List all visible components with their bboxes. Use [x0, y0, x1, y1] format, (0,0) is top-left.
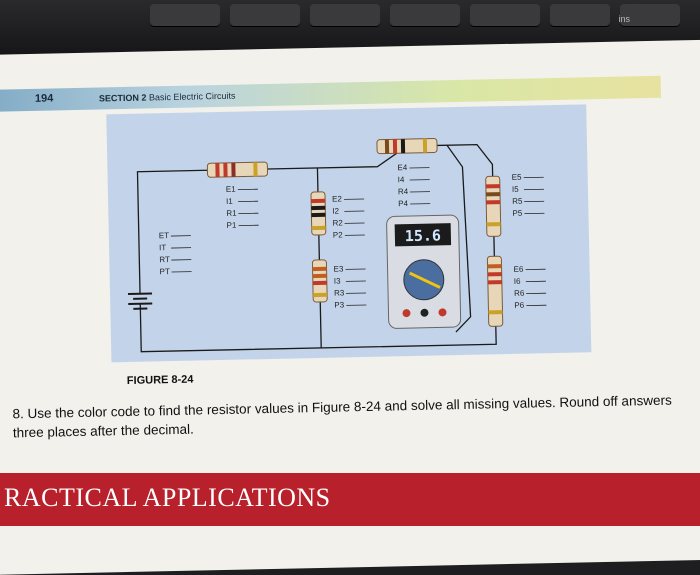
- label-e4: E4: [397, 163, 408, 172]
- label-i3: I3: [334, 276, 341, 285]
- label-r5: R5: [512, 197, 523, 206]
- section-title: Basic Electric Circuits: [149, 91, 236, 103]
- circuit-diagram: 15.6 ET IT RT PT E1 I1 R1 P1: [106, 104, 591, 362]
- label-e6: E6: [514, 265, 525, 274]
- label-i5: I5: [512, 185, 519, 194]
- keyboard-key: [550, 4, 610, 26]
- label-r3: R3: [334, 288, 345, 297]
- label-rt: RT: [159, 255, 170, 264]
- keyboard-key: [390, 4, 460, 26]
- label-p5: P5: [512, 209, 523, 218]
- resistor-r4: [377, 138, 437, 153]
- label-e1: E1: [226, 185, 237, 194]
- circuit-figure: 15.6 ET IT RT PT E1 I1 R1 P1: [106, 104, 591, 362]
- label-p4: P4: [398, 199, 409, 208]
- label-group-r5: E5 I5 R5 P5: [512, 172, 545, 218]
- label-p2: P2: [333, 230, 344, 239]
- label-group-r4: E4 I4 R4 P4: [397, 163, 430, 209]
- label-group-r3: E3 I3 R3 P3: [333, 264, 366, 310]
- label-p3: P3: [334, 300, 345, 309]
- problem-text: 8. Use the color code to find the resist…: [12, 390, 693, 442]
- label-i4: I4: [398, 175, 405, 184]
- label-group-r1: E1 I1 R1 P1: [226, 184, 259, 230]
- multimeter: 15.6: [386, 215, 460, 328]
- section-heading: RACTICAL APPLICATIONS: [4, 483, 331, 513]
- label-r2: R2: [333, 218, 344, 227]
- label-p1: P1: [227, 221, 238, 230]
- label-i1: I1: [226, 197, 233, 206]
- label-group-r2: E2 I2 R2 P2: [332, 194, 365, 240]
- label-p6: P6: [514, 301, 525, 310]
- label-group-r6: E6 I6 R6 P6: [514, 264, 547, 310]
- label-r6: R6: [514, 289, 525, 298]
- label-e2: E2: [332, 194, 343, 203]
- section-number: SECTION 2: [99, 93, 147, 104]
- label-r1: R1: [226, 209, 237, 218]
- resistor-r3: [312, 260, 327, 302]
- keyboard-key: [150, 4, 220, 26]
- resistor-r6: [487, 256, 502, 326]
- resistor-r2: [311, 192, 326, 235]
- label-i2: I2: [332, 207, 339, 216]
- keyboard-key: [230, 4, 300, 26]
- keyboard-key: [310, 4, 380, 26]
- resistor-r1: [207, 162, 267, 177]
- label-it: IT: [159, 243, 166, 252]
- figure-caption: FIGURE 8-24: [127, 374, 194, 387]
- label-group-total: ET IT RT PT: [159, 231, 192, 277]
- keyboard-key: [470, 4, 540, 26]
- label-pt: PT: [159, 267, 170, 276]
- keyboard-key-label: ins: [618, 14, 630, 24]
- label-et: ET: [159, 231, 170, 240]
- resistor-r5: [486, 176, 501, 236]
- page-number: 194: [35, 92, 54, 104]
- label-r4: R4: [398, 187, 409, 196]
- label-i6: I6: [514, 277, 521, 286]
- label-e3: E3: [333, 264, 344, 273]
- label-e5: E5: [512, 173, 523, 182]
- meter-display: 15.6: [405, 226, 441, 245]
